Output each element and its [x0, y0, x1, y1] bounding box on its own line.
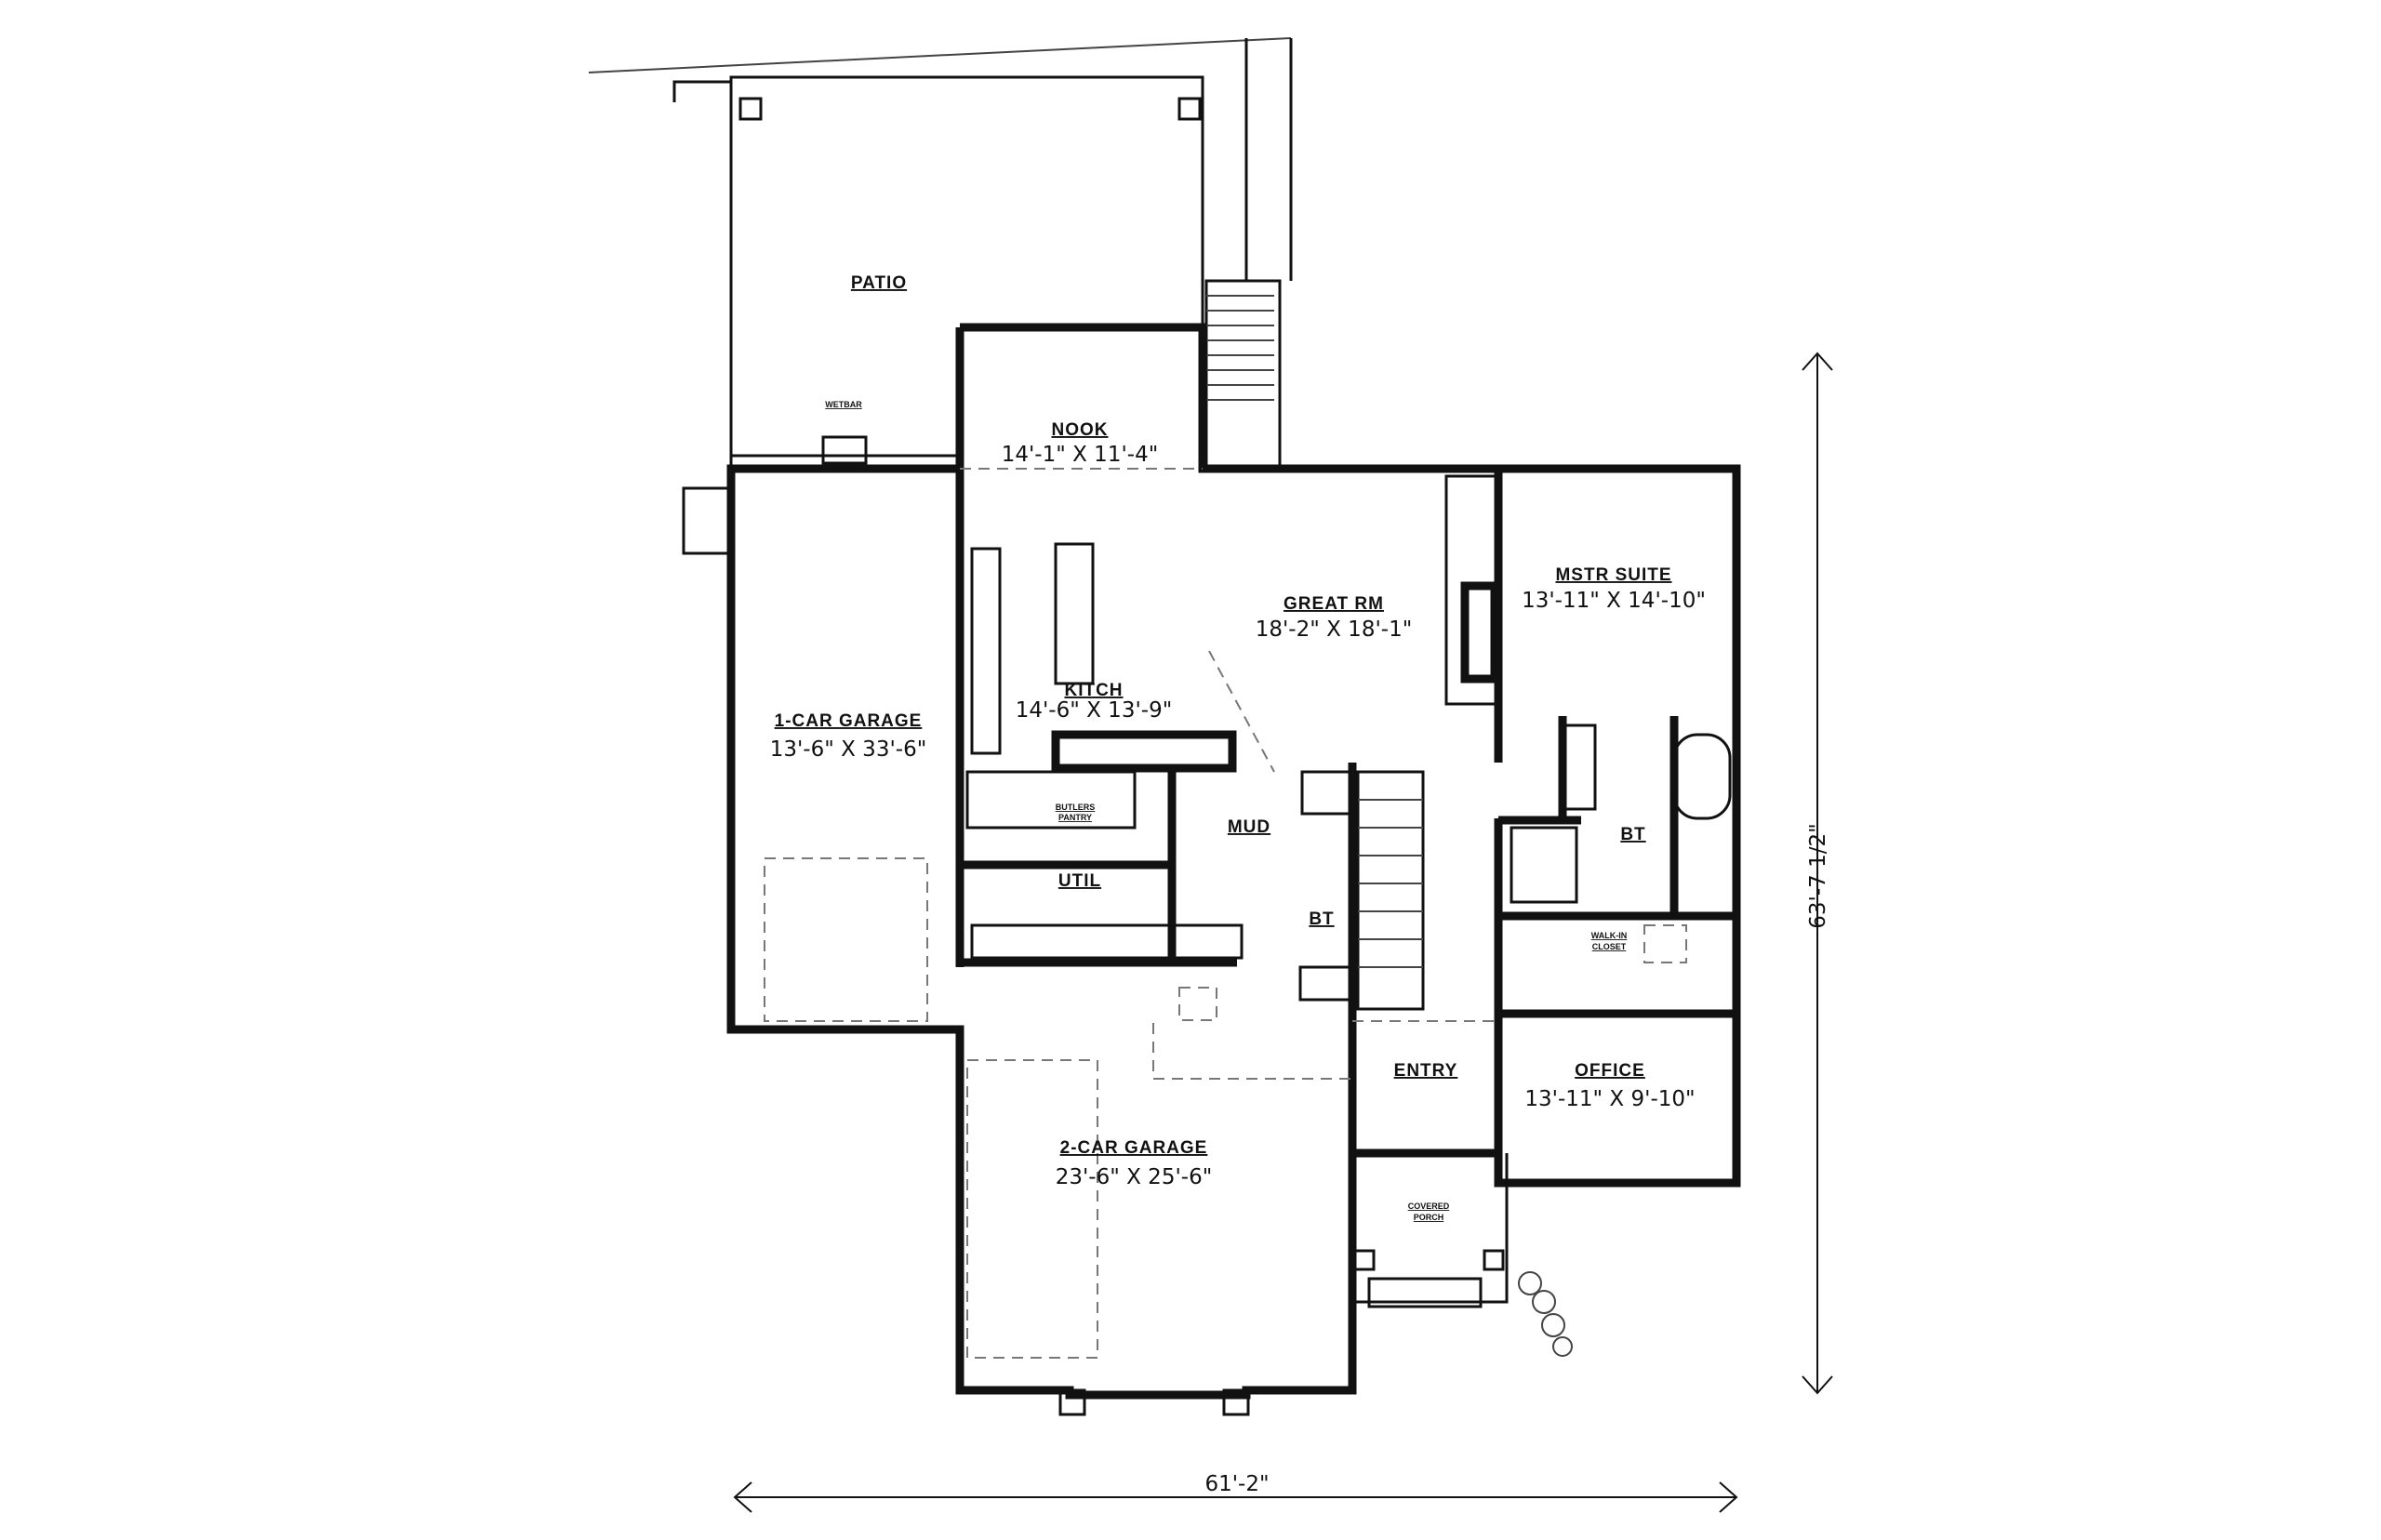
patio-area [729, 75, 1204, 469]
dashed-outlines [764, 468, 1687, 1359]
entry-label: ENTRY [1394, 1061, 1458, 1081]
dimension-depth [1802, 352, 1833, 1395]
kitch-label: KITCH [1064, 681, 1123, 700]
mstr-suite-size: 13'-11" X 14'-10" [1522, 589, 1706, 613]
mstr-suite-label: MSTR SUITE [1555, 565, 1671, 585]
exterior-stair [1204, 38, 1293, 471]
covered-porch-label-1: COVERED [1408, 1201, 1450, 1211]
garage-2-size: 23'-6" X 25'-6" [1056, 1165, 1213, 1189]
half-bath-label: BT [1309, 909, 1334, 929]
walk-in-closet-label-2: CLOSET [1592, 942, 1627, 951]
butlers-pantry-label-2: PANTRY [1058, 813, 1092, 822]
property-line [588, 37, 1292, 73]
covered-porch-label-2: PORCH [1414, 1213, 1444, 1222]
office-label: OFFICE [1575, 1061, 1645, 1081]
patio-rail [672, 80, 731, 102]
bath-fixtures [1510, 724, 1732, 904]
util-label: UTIL [1058, 871, 1101, 891]
garage-1-label: 1-CAR GARAGE [775, 711, 923, 731]
exterior-walls [682, 323, 1741, 1416]
overall-width-label: 61'-2" [1204, 1472, 1269, 1496]
kitchen-fixtures [965, 542, 1244, 960]
patio-label: PATIO [851, 273, 907, 293]
garage-1-size: 13'-6" X 33'-6" [770, 737, 927, 762]
overall-depth-label: 63'-7 1/2" [1806, 823, 1830, 928]
dimension-width [733, 1481, 1738, 1513]
great-rm-label: GREAT RM [1284, 594, 1384, 614]
office-size: 13'-11" X 9'-10" [1524, 1087, 1695, 1111]
walk-in-closet-label-1: WALK-IN [1591, 931, 1628, 940]
master-bath-label: BT [1620, 825, 1645, 844]
great-rm-size: 18'-2" X 18'-1" [1256, 617, 1413, 642]
wetbar-label: WETBAR [825, 400, 862, 409]
garage-2-label: 2-CAR GARAGE [1060, 1138, 1208, 1158]
butlers-pantry-label-1: BUTLERS [1056, 803, 1096, 812]
mud-label: MUD [1228, 817, 1270, 837]
interior-stair [1356, 770, 1425, 1011]
kitch-size: 14'-6" X 13'-9" [1016, 698, 1173, 723]
covered-porch-area [1350, 1153, 1573, 1357]
nook-size: 14'-1" X 11'-4" [1002, 443, 1159, 467]
nook-label: NOOK [1052, 420, 1109, 440]
